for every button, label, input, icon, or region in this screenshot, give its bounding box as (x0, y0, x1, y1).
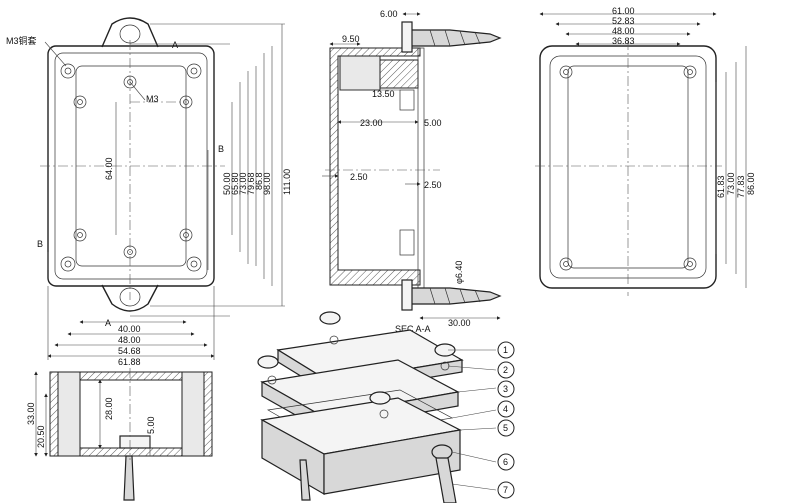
section-label-b-left: B (37, 239, 43, 249)
inner-corner-holes (559, 65, 697, 271)
svg-text:4: 4 (503, 404, 508, 414)
cable-gland-stem (123, 455, 135, 501)
insert-label: M3铜套 (6, 35, 37, 46)
bottom-mounting-ear (101, 284, 159, 312)
callouts: 1 2 3 4 5 6 7 (497, 341, 515, 499)
section-label-a-bottom: A (105, 318, 111, 328)
section-label-b-right: B (218, 144, 224, 154)
wall-screw (299, 459, 311, 501)
right-flange (417, 47, 425, 289)
svg-text:3: 3 (503, 384, 508, 394)
section-wall (329, 47, 421, 286)
screw-caps (257, 311, 456, 405)
callout-3: 3 (497, 380, 515, 398)
dim-13-5: 13.50 (372, 89, 395, 99)
dim-2-5-left: 2.50 (350, 172, 368, 182)
wall-anchor-bottom (407, 287, 502, 305)
dim-73: 73.00 (238, 172, 248, 195)
side-boss-left (57, 371, 81, 457)
boss-bottom (399, 229, 415, 256)
dim-65-80: 65.80 (230, 172, 240, 195)
lid-boss (339, 55, 381, 91)
callout-2: 2 (497, 361, 515, 379)
dim-61-88: 61.88 (118, 357, 141, 367)
side-boss-right (181, 371, 205, 457)
lid-section (379, 59, 419, 89)
dim-86: 86.00 (746, 172, 756, 195)
dim-6-4: φ6.40 (454, 261, 464, 284)
cable-gland-nut (431, 444, 453, 460)
callout-6: 6 (497, 453, 515, 471)
lid-screws (267, 335, 450, 419)
dim-9-5: 9.50 (342, 34, 360, 44)
svg-text:2: 2 (503, 365, 508, 375)
dim-20-5: 20.50 (36, 425, 46, 448)
cable-gland-cable (435, 457, 457, 503)
section-label-a-top: A (172, 40, 178, 50)
m3-label: M3 (146, 94, 159, 104)
m3-bosses (73, 75, 193, 259)
dim-52-83: 52.83 (612, 16, 635, 26)
corner-screws (60, 63, 202, 272)
screw-head-bottom (401, 279, 413, 311)
dim-73-inner: 73.00 (726, 172, 736, 195)
vertical-dimensions: 64.00 50.00 65.80 73.00 79.68 86.8 98.00… (104, 23, 292, 307)
dim-48-inner: 48.00 (612, 26, 635, 36)
dim-36-83: 36.83 (612, 36, 635, 46)
callout-7: 7 (497, 481, 515, 499)
callout-4: 4 (497, 400, 515, 418)
top-mounting-ear (101, 17, 159, 48)
dim-23: 23.00 (360, 118, 383, 128)
dim-50: 50.00 (222, 172, 232, 195)
screw-head-top (401, 21, 413, 53)
svg-text:6: 6 (503, 457, 508, 467)
dim-33: 33.00 (26, 402, 36, 425)
dim-5-side: 5.00 (146, 416, 156, 434)
section-a-a: 6.00 9.50 13.50 23.00 5.00 2.50 2.50 φ6.… (322, 9, 502, 334)
dim-86-8: 86.8 (254, 172, 264, 190)
dim-28: 28.00 (104, 397, 114, 420)
side-section: 33.00 20.50 28.00 5.00 (26, 368, 213, 501)
dim-64: 64.00 (104, 157, 114, 180)
horizontal-dimensions: 40.00 48.00 54.68 61.88 (47, 286, 215, 367)
exploded-view (257, 311, 497, 503)
dim-111: 111.00 (282, 169, 292, 195)
svg-text:1: 1 (503, 345, 508, 355)
svg-text:5: 5 (503, 423, 508, 433)
dim-2-5-right: 2.50 (424, 180, 442, 190)
base-front (323, 429, 461, 495)
callout-5: 5 (497, 419, 515, 437)
boss-right (399, 89, 415, 111)
callout-1: 1 (497, 341, 515, 359)
dim-79-68: 79.68 (246, 172, 256, 195)
wall-anchor-top (407, 29, 502, 47)
dim-61: 61.00 (612, 6, 635, 16)
dim-30: 30.00 (448, 318, 471, 328)
dim-77-83: 77.83 (736, 175, 746, 198)
svg-text:7: 7 (503, 485, 508, 495)
dim-6: 6.00 (380, 9, 398, 19)
dim-61-83: 61.83 (716, 175, 726, 198)
dim-40: 40.00 (118, 324, 141, 334)
dim-54-68: 54.68 (118, 346, 141, 356)
inner-view: 61.00 52.83 48.00 36.83 61.83 73.00 77.8… (535, 6, 756, 296)
front-view: A A B B M3铜套 M3 64.00 50.00 65.80 73.00 … (6, 17, 292, 367)
cable-gland-base (119, 435, 151, 449)
dim-5: 5.00 (424, 118, 442, 128)
dim-48: 48.00 (118, 335, 141, 345)
dim-98: 98.00 (262, 172, 272, 195)
section-caption: SEC A-A (395, 324, 431, 334)
